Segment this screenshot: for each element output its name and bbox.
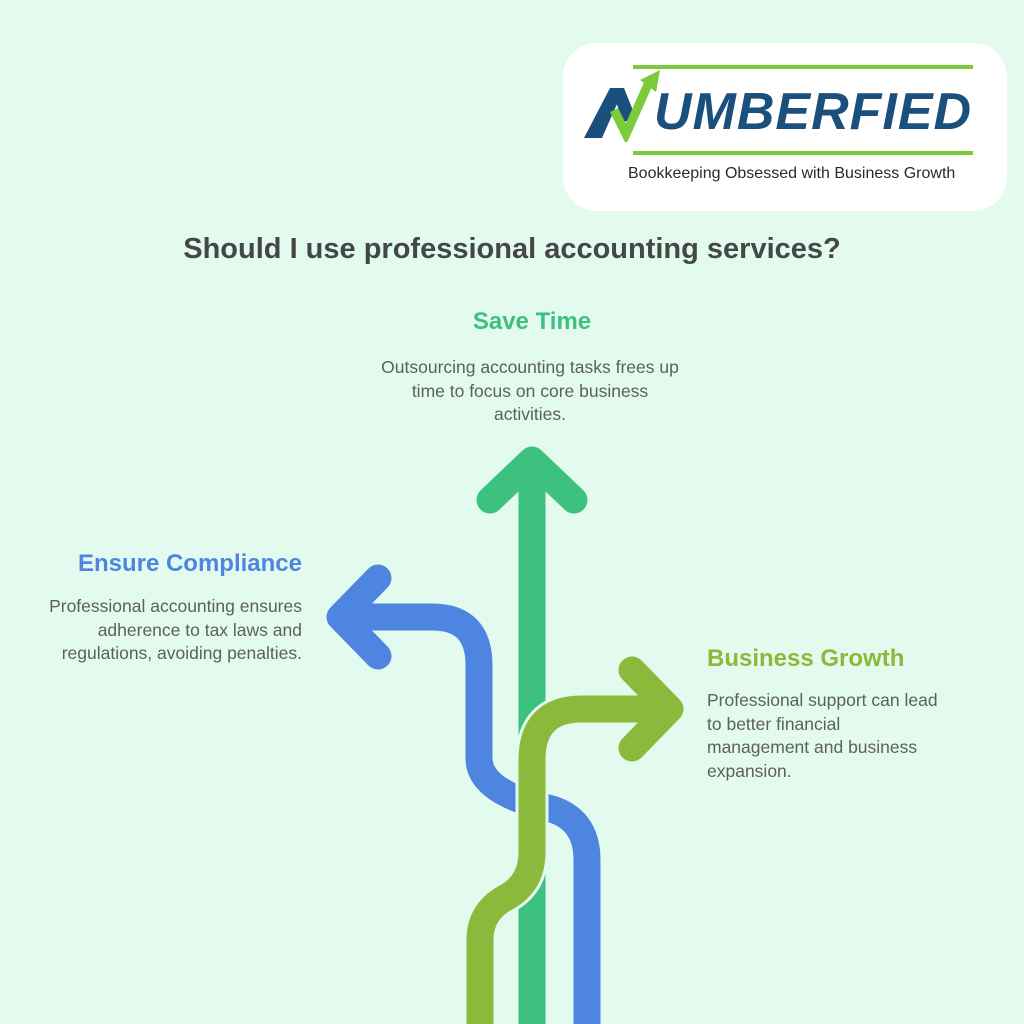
logo-bottom-rule [633,151,973,155]
compliance-description: Professional accounting ensures adherenc… [49,596,302,663]
logo-n-arrow-icon [584,70,660,142]
page-title: Should I use professional accounting ser… [183,233,841,265]
logo-wordmark: UMBERFIED [654,83,973,141]
save-time-heading: Save Time [472,308,592,335]
logo-top-rule [633,65,973,69]
save-time-description: Outsourcing accounting tasks frees up ti… [381,357,679,424]
logo-tagline: Bookkeeping Obsessed with Business Growt… [628,165,956,182]
growth-description: Professional support can lead to better … [707,690,938,781]
growth-heading: Business Growth [707,645,905,672]
compliance-left-arrow-icon [326,564,604,1024]
growth-right-arrow-icon [463,656,684,1024]
compliance-heading: Ensure Compliance [77,550,302,577]
logo-card [563,43,1007,211]
